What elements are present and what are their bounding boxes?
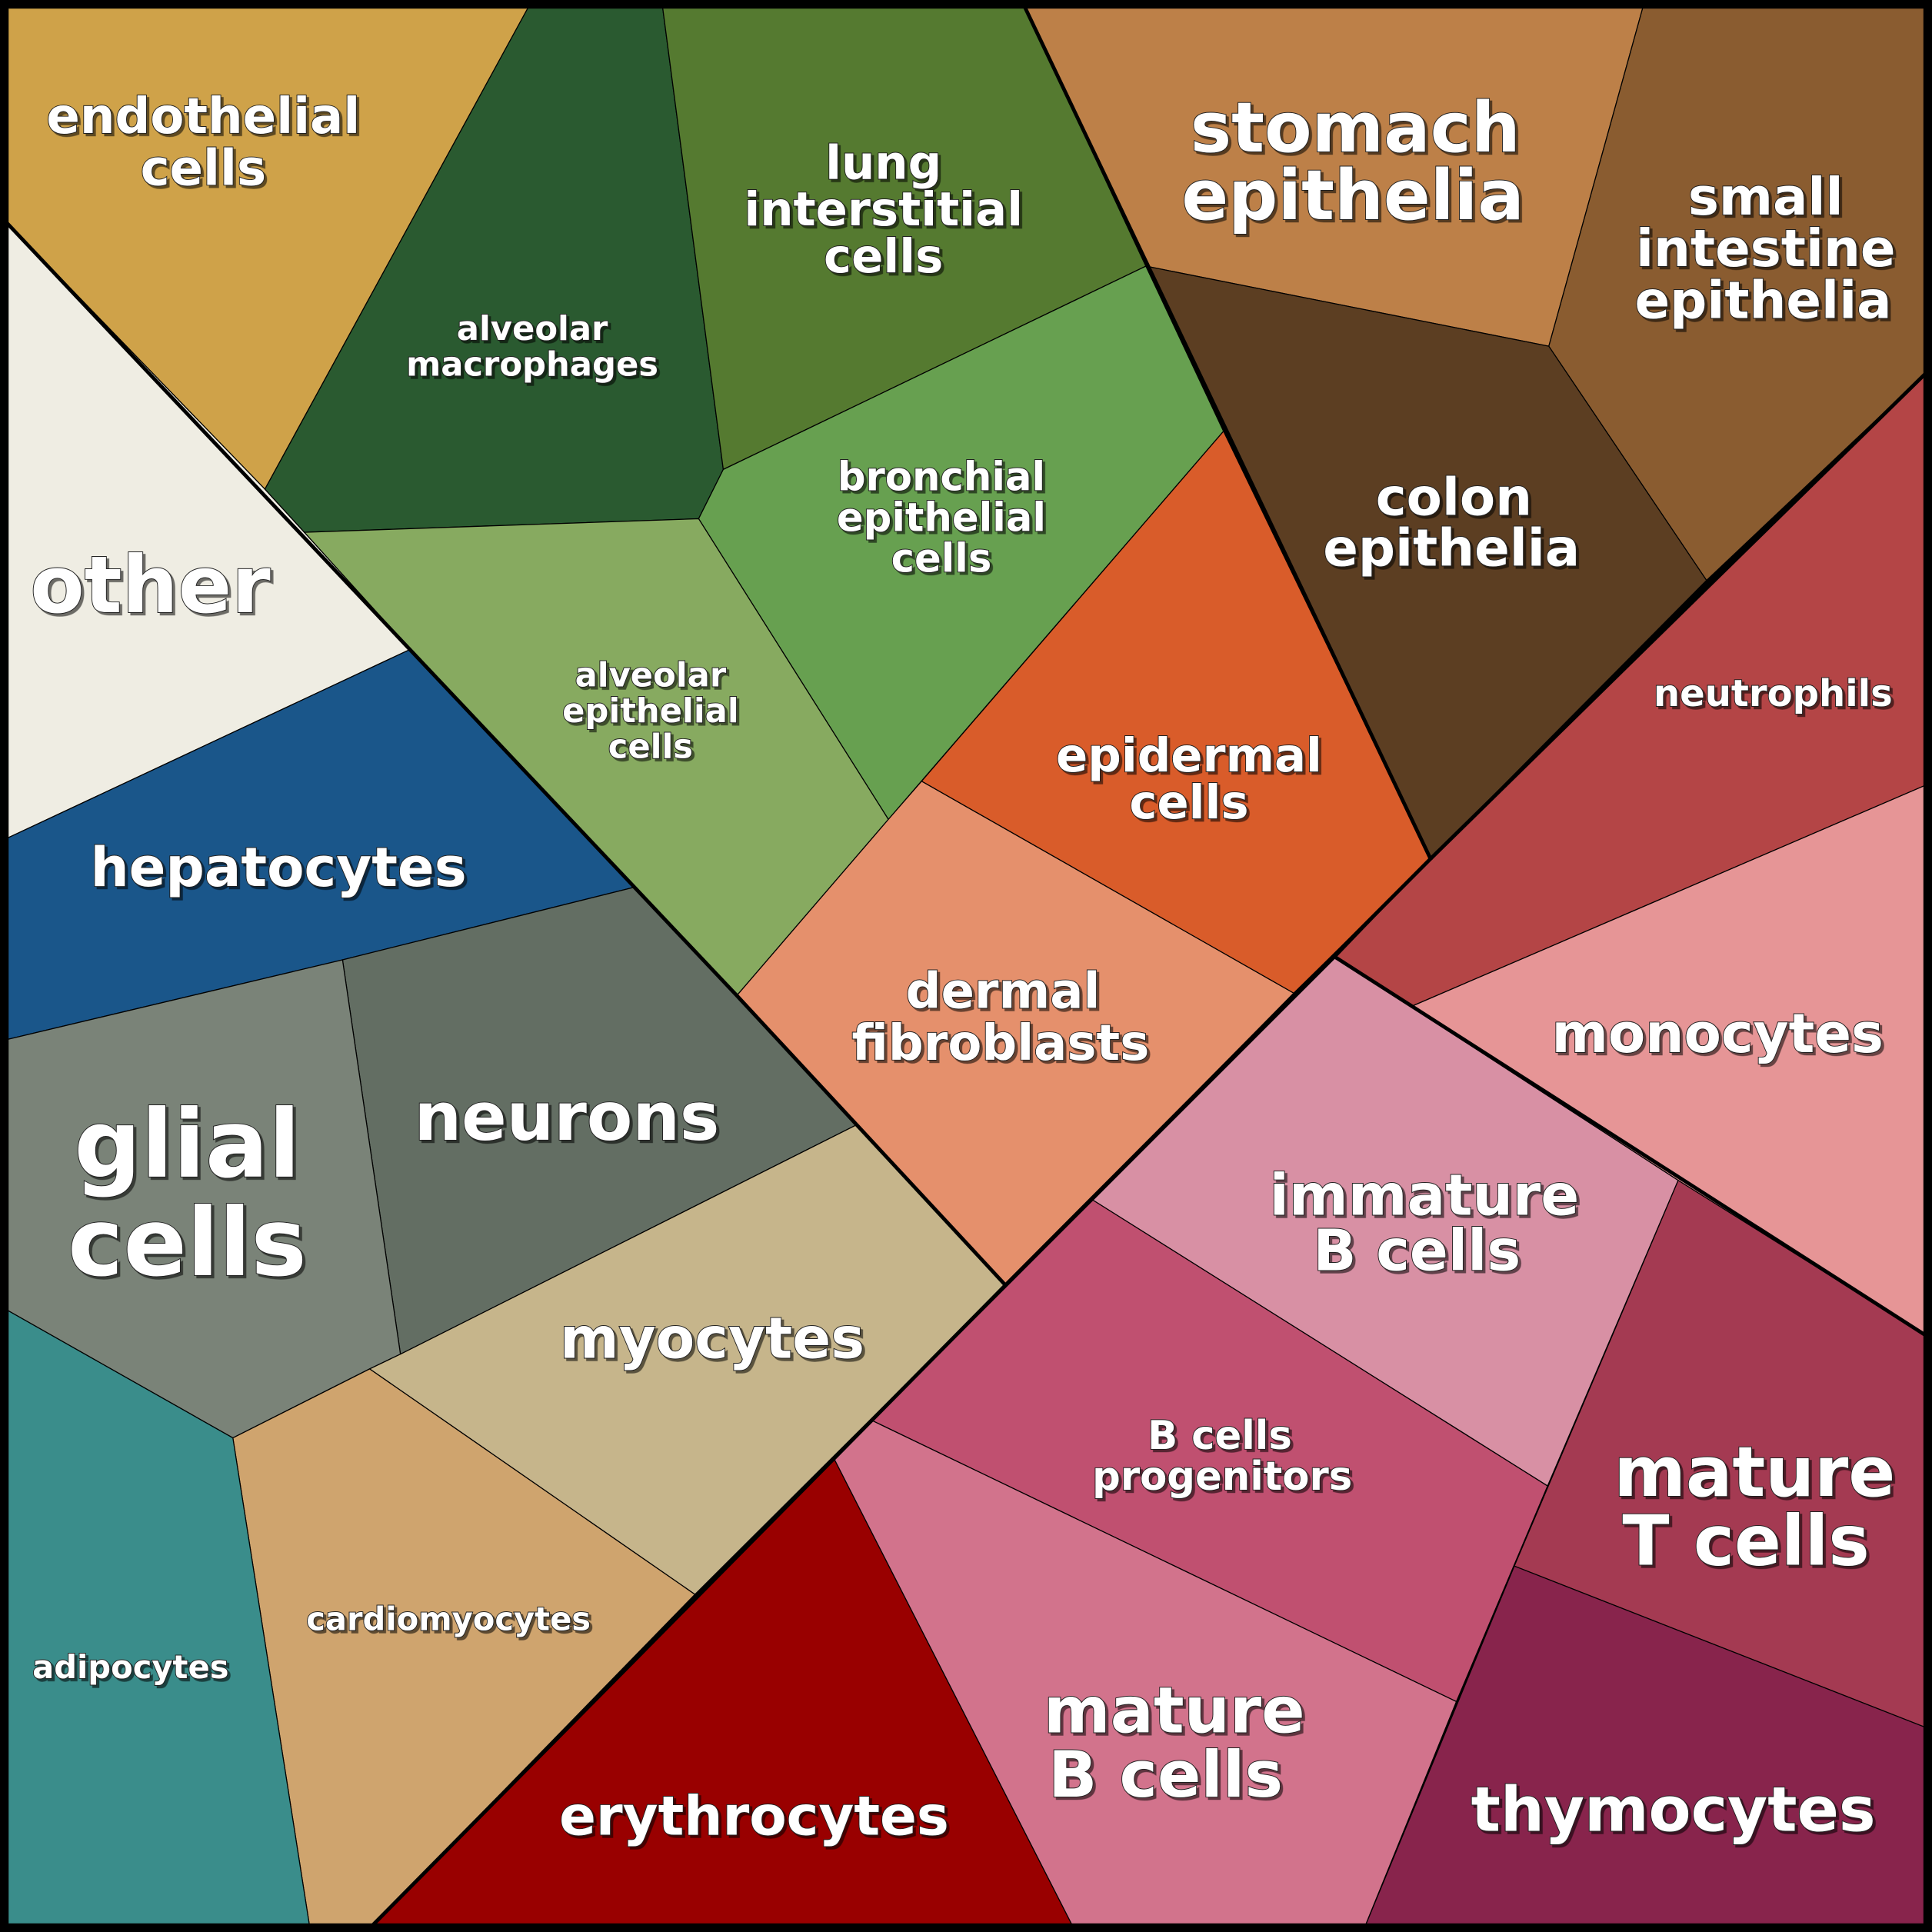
label-cardiomyocytes: cardiomyocytes [306,1601,591,1638]
label-thymocytes: thymocytes [1471,1774,1876,1846]
region-adipocytes [0,1305,311,1932]
label-erythrocytes: erythrocytes [559,1784,949,1847]
label-other: other [30,540,271,631]
label-monocytes: monocytes [1551,1002,1884,1065]
region-thymocytes [1362,1565,1932,1932]
label-neutrophils: neutrophils [1654,672,1893,715]
label-hepatocytes: hepatocytes [90,836,466,899]
region-small-intestine [1548,0,1932,581]
label-neurons: neurons [414,1079,719,1156]
label-adipocytes: adipocytes [32,1648,228,1686]
label-myocytes: myocytes [560,1306,864,1371]
